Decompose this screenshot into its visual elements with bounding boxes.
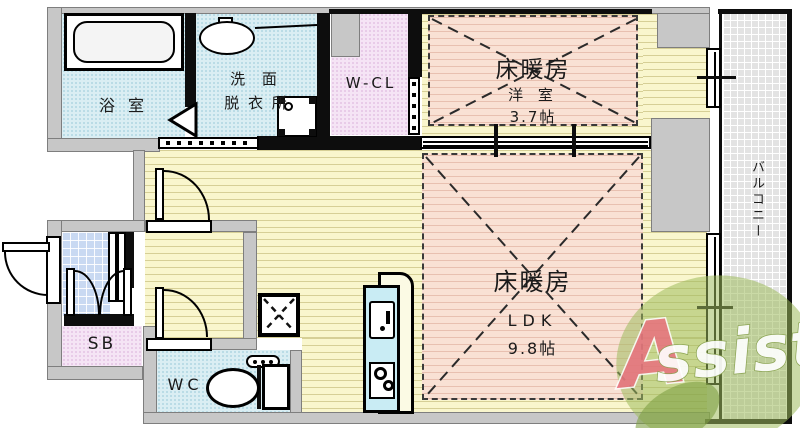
entrance-door-leaf <box>2 242 50 252</box>
burner-2 <box>383 380 394 391</box>
wall-right-mid <box>651 118 710 232</box>
wall-wcl-right <box>408 9 422 77</box>
shoe-box-door-right <box>123 268 132 316</box>
western-room-floor-tongue <box>643 48 710 120</box>
western-room-heating-label: 床暖房 <box>495 57 571 83</box>
wall-right-upper <box>657 13 710 48</box>
balcony-inner-edge <box>719 13 722 419</box>
wall-hall-kitchen <box>243 232 257 350</box>
western-room-name: 洋 室 <box>508 86 558 104</box>
bathtub <box>64 13 184 71</box>
washroom-label-line2: 脱 衣 所 <box>224 94 289 112</box>
wc-label: WC <box>167 375 203 394</box>
kitchen-sink <box>369 301 395 339</box>
wcl-floor <box>360 13 408 135</box>
washing-machine-pan <box>277 96 317 137</box>
balcony-rail-bottom <box>705 419 792 424</box>
balcony-rail-top <box>718 9 792 14</box>
wcl-label: W-CL <box>345 74 397 92</box>
wcl-door <box>408 77 420 135</box>
partition-divider-2 <box>572 124 576 157</box>
wall-washroom-right <box>317 13 330 148</box>
washroom-door <box>158 137 259 149</box>
window-tick-bottom <box>697 306 733 309</box>
wall-wcl-notch <box>331 13 360 57</box>
washbasin <box>199 21 255 55</box>
balcony-label: バルコニー <box>749 160 764 240</box>
shoe-box-area <box>62 326 142 366</box>
western-room-size: 3.7帖 <box>509 108 557 126</box>
entrance-door-arc <box>4 252 48 296</box>
ldk-heating-label: 床暖房 <box>493 268 572 296</box>
burner-1 <box>374 367 387 380</box>
window-tick-top <box>697 76 736 79</box>
wall-sb-bottom <box>47 366 143 380</box>
wcl-floor-2 <box>331 57 360 135</box>
floor-hatch <box>258 293 300 337</box>
kitchen-counter <box>363 285 400 413</box>
balcony-rail-right <box>787 9 792 424</box>
wall-genkan-corner <box>126 232 134 288</box>
toilet <box>204 352 296 414</box>
wc-door-leaf <box>155 287 164 339</box>
shoe-box-door-left <box>66 268 75 316</box>
ldk-door-leaf <box>155 168 164 220</box>
ldk-size: 9.8帖 <box>507 339 558 358</box>
wall-left-upper <box>47 7 62 152</box>
sliding-partition <box>420 136 651 149</box>
bathroom-label: 浴 室 <box>98 96 149 115</box>
kitchen-stove <box>369 362 395 399</box>
shoe-box-label: SB <box>87 334 117 354</box>
drain-circle <box>284 102 293 111</box>
wc-door-frame <box>146 338 212 351</box>
washroom-label-line1: 洗 面 <box>230 70 283 88</box>
ldk-door-frame <box>146 220 212 233</box>
shoe-box-front <box>64 314 134 326</box>
window-ldk <box>706 233 721 385</box>
wall-bath-washroom <box>185 13 196 107</box>
toilet-tank <box>262 364 290 410</box>
partition-divider-1 <box>494 124 498 157</box>
toilet-bowl <box>206 368 260 408</box>
bathtub-inner <box>73 21 175 63</box>
ldk-name: LDK <box>507 311 558 330</box>
wall-top-line <box>329 9 652 14</box>
wall-washroom-bottom <box>257 136 422 150</box>
